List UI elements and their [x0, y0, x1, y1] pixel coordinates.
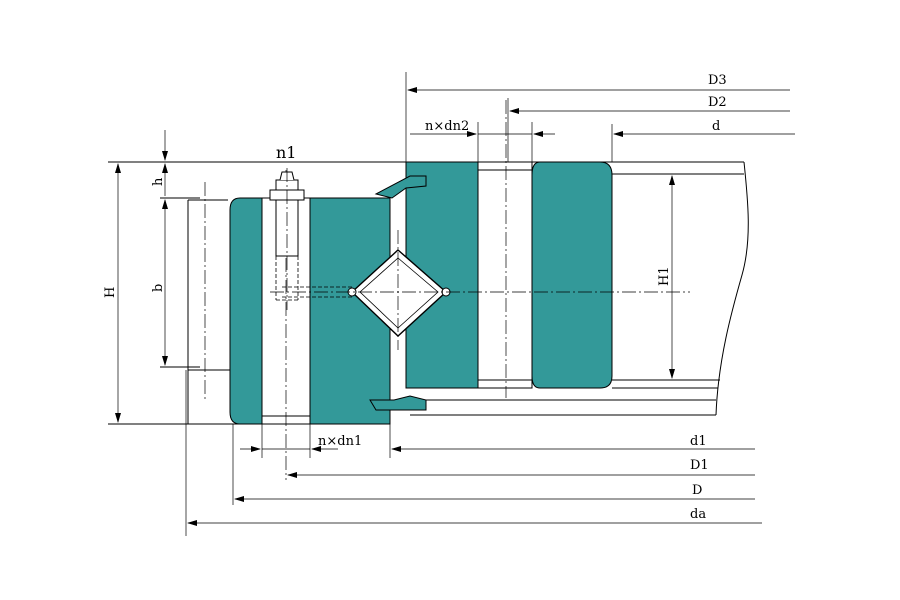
frame-lines: [108, 161, 749, 425]
outer-bolt-hole: [477, 100, 533, 398]
label-n-dn1: n×dn1: [318, 434, 362, 449]
left-dimensions: h b H: [103, 130, 168, 423]
top-dimensions: D3 D2 d n×dn2 n1: [276, 72, 795, 162]
label-H1: H1: [657, 266, 672, 286]
seals: [369, 175, 427, 411]
bottom-dimensions: n×dn1 d1 D1 D da: [185, 370, 762, 536]
label-b: b: [151, 284, 166, 292]
right-dimension-H1: H1: [657, 175, 675, 379]
outer-ring-right-body: [531, 161, 613, 389]
label-D2: D2: [708, 95, 727, 110]
label-d1: d1: [690, 434, 707, 449]
label-h: h: [151, 177, 166, 186]
label-n-dn2: n×dn2: [425, 119, 469, 134]
label-n1: n1: [276, 143, 296, 162]
outer-ring: [405, 161, 613, 389]
label-da: da: [690, 507, 706, 522]
label-D: D: [692, 483, 702, 498]
lube-fitting: [269, 168, 352, 310]
label-d: d: [712, 119, 720, 134]
raceway: [270, 230, 690, 350]
label-D1: D1: [690, 458, 709, 473]
label-D3: D3: [708, 73, 727, 88]
label-H: H: [103, 287, 118, 298]
